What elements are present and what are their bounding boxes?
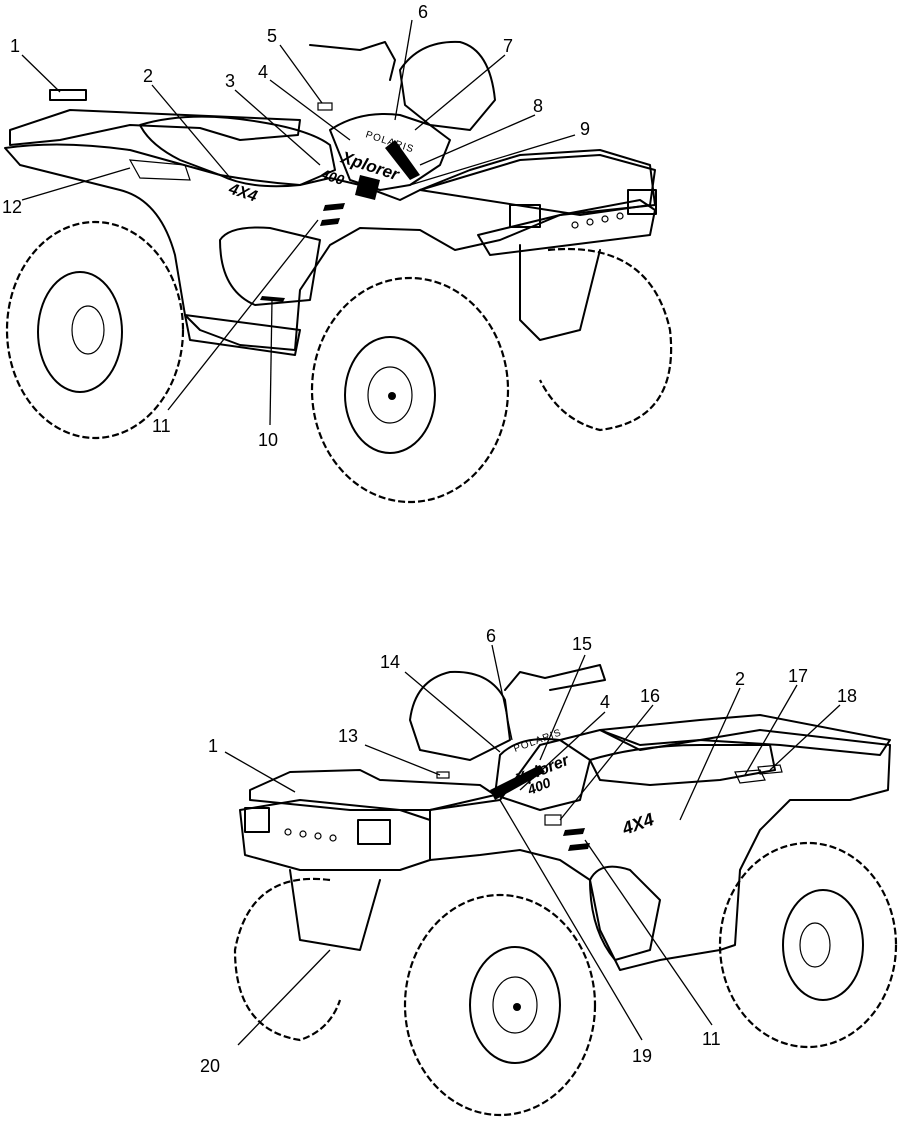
top-front-rack bbox=[419, 154, 656, 216]
callout-bottom-15: 15 bbox=[572, 634, 592, 654]
top-warning-decal-1 bbox=[49, 89, 87, 101]
bottom-headlight-right bbox=[357, 819, 391, 845]
bottom-warning-decal-13 bbox=[436, 771, 450, 779]
bottom-warning-decal-17 bbox=[734, 769, 766, 784]
top-footrest bbox=[184, 314, 301, 356]
bottom-stripe-decal bbox=[490, 765, 545, 800]
bottom-front-suspension bbox=[289, 869, 381, 951]
bottom-front-wheel bbox=[403, 893, 597, 1117]
bottom-far-front-wheel bbox=[233, 877, 342, 1042]
bottom-bumper-holes bbox=[284, 828, 337, 842]
top-leader-lines bbox=[21, 19, 576, 426]
callout-bottom-16: 16 bbox=[640, 686, 660, 706]
callout-bottom-2: 2 bbox=[735, 669, 745, 689]
top-stripe-decal bbox=[385, 140, 420, 180]
bottom-warning-decal-18 bbox=[757, 764, 783, 775]
top-front-suspension bbox=[519, 244, 601, 341]
top-rear-rack bbox=[9, 109, 301, 146]
callout-top-7: 7 bbox=[503, 36, 513, 56]
callout-bottom-14: 14 bbox=[380, 652, 400, 672]
callout-bottom-13: 13 bbox=[338, 726, 358, 746]
callout-bottom-18: 18 bbox=[837, 686, 857, 706]
bottom-fuel-tank bbox=[494, 738, 591, 811]
top-handlebar bbox=[309, 41, 396, 81]
callout-bottom-19: 19 bbox=[632, 1046, 652, 1066]
bottom-warning-decal-16 bbox=[544, 814, 562, 826]
top-headlight-left bbox=[509, 204, 541, 228]
top-bumper-holes bbox=[571, 212, 624, 229]
top-headlight-right bbox=[627, 189, 657, 215]
callout-bottom-1: 1 bbox=[208, 736, 218, 756]
bottom-front-rack bbox=[249, 769, 496, 811]
top-warning-decal-12 bbox=[128, 159, 191, 181]
callout-top-8: 8 bbox=[533, 96, 543, 116]
bottom-body-outline bbox=[429, 729, 891, 971]
bottom-rear-rack bbox=[599, 714, 891, 756]
bottom-seat bbox=[589, 744, 776, 786]
bottom-handlebar bbox=[504, 664, 606, 691]
callout-top-12: 12 bbox=[2, 197, 22, 217]
callout-bottom-20: 20 bbox=[200, 1056, 220, 1076]
callout-top-2: 2 bbox=[143, 66, 153, 86]
top-model-number-decal: 400 bbox=[318, 165, 346, 188]
top-callouts: 1 2 3 4 5 6 7 8 9 10 11 12 bbox=[2, 2, 590, 450]
top-front-bumper bbox=[477, 199, 656, 256]
top-far-rear-wheel bbox=[539, 247, 673, 432]
callout-bottom-6: 6 bbox=[486, 626, 496, 646]
top-front-wheel bbox=[310, 276, 510, 504]
atv-top-view: POLARIS Xplorer 400 4X4 bbox=[2, 2, 673, 504]
bottom-stripes-11 bbox=[563, 828, 590, 851]
callout-bottom-4: 4 bbox=[600, 692, 610, 712]
top-stripes-11 bbox=[260, 203, 345, 302]
top-headlight-pod bbox=[399, 40, 496, 131]
top-warning-decal-5 bbox=[317, 102, 333, 111]
callout-top-5: 5 bbox=[267, 26, 277, 46]
atv-bottom-view: POLARIS Xplorer 400 4X4 bbox=[200, 626, 898, 1117]
bottom-rear-wheel bbox=[718, 841, 898, 1049]
bottom-side-panel bbox=[589, 865, 661, 961]
callout-top-6: 6 bbox=[418, 2, 428, 22]
bottom-headlight-pod bbox=[409, 670, 511, 761]
top-seat bbox=[139, 115, 336, 188]
bottom-4x4-decal: 4X4 bbox=[619, 809, 657, 839]
top-side-panel bbox=[219, 226, 321, 306]
callout-top-11: 11 bbox=[152, 416, 171, 436]
callout-top-1: 1 bbox=[10, 36, 20, 56]
bottom-callouts: 1 2 4 6 11 13 14 15 16 17 18 19 20 bbox=[200, 626, 857, 1076]
bottom-leader-lines bbox=[224, 644, 841, 1046]
callout-bottom-11: 11 bbox=[702, 1029, 721, 1049]
callout-top-4: 4 bbox=[258, 62, 268, 82]
callout-top-9: 9 bbox=[580, 119, 590, 139]
callout-top-3: 3 bbox=[225, 71, 235, 91]
bottom-headlight-left bbox=[244, 807, 270, 833]
callout-top-10: 10 bbox=[258, 430, 278, 450]
top-emblem-decal bbox=[355, 175, 380, 200]
top-rear-wheel bbox=[5, 220, 185, 440]
callout-bottom-17: 17 bbox=[788, 666, 808, 686]
